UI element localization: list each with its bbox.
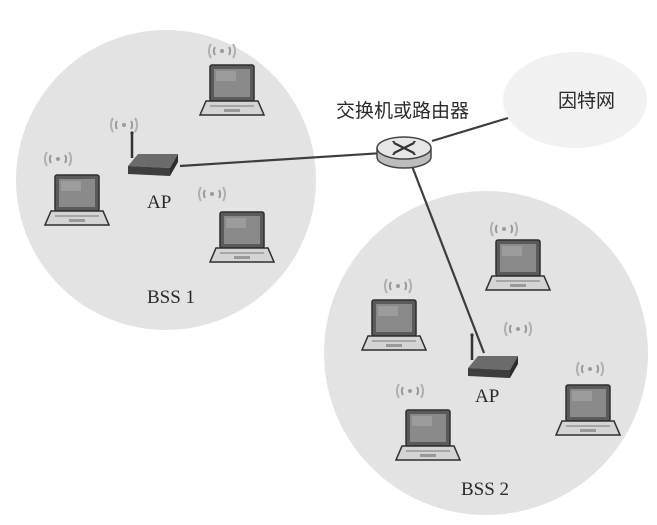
internet-cloud bbox=[503, 52, 647, 148]
laptop-icon bbox=[209, 211, 275, 263]
internet-label: 因特网 bbox=[558, 90, 615, 112]
link-router-ap2 bbox=[410, 165, 486, 354]
link-router-internet bbox=[431, 116, 509, 143]
ap1-label: AP bbox=[147, 192, 171, 213]
bss1-label: BSS 1 bbox=[147, 287, 195, 308]
router-label: 交换机或路由器 bbox=[336, 100, 469, 122]
bss2-region bbox=[324, 191, 648, 515]
bss2-label: BSS 2 bbox=[461, 479, 509, 500]
laptop-icon bbox=[199, 64, 265, 116]
laptop-icon bbox=[395, 409, 461, 461]
router-icon bbox=[376, 136, 432, 169]
laptop-icon bbox=[44, 174, 110, 226]
link-ap1-router bbox=[179, 151, 384, 168]
laptop-icon bbox=[485, 239, 551, 291]
laptop-icon bbox=[555, 384, 621, 436]
laptop-icon bbox=[361, 299, 427, 351]
ap2-label: AP bbox=[475, 386, 499, 407]
